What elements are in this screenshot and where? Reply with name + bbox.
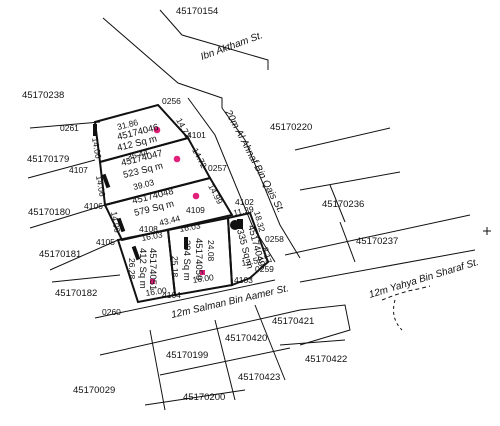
parcel-label: 45170237 [356, 236, 398, 247]
plot-dimension: 43.44 [158, 213, 181, 228]
outer-parcel-labels: 45170154 45170238 45170220 45170179 4517… [22, 6, 398, 403]
plot-45174047[interactable]: 45174047 523 Sq m 39.03 14.72 14.06 [94, 146, 209, 197]
parcel-label: 45170179 [27, 154, 69, 165]
parcel-label: 45170423 [238, 372, 280, 383]
point-label: 4103 [234, 275, 253, 285]
plot-boundaries [93, 103, 270, 304]
dashed-boundary [381, 285, 431, 301]
street-label-yahya: 12m Yahya Bin Sharaf St. [368, 257, 480, 301]
parcel-label: 45170029 [73, 385, 115, 396]
marker-dot [153, 126, 161, 134]
parcel-label: 45170199 [166, 350, 208, 361]
parcel-label: 45170154 [176, 6, 218, 17]
point-label: 4105 [96, 237, 115, 247]
entrance-markers [93, 124, 243, 261]
plot-dimension: 14.72 [190, 146, 209, 170]
plot-dimension: 14.06 [109, 211, 123, 234]
plot-dimension: 16.00 [192, 272, 215, 285]
marker-square [150, 279, 155, 284]
point-label: 4106 [84, 201, 103, 211]
parcel-label: 45170238 [22, 90, 64, 101]
plot-dimension: 26.28 [127, 258, 137, 280]
street-lines [27, 9, 476, 411]
plot-markers [150, 126, 205, 284]
plot-dimension: 14.06 [94, 175, 108, 198]
marker-square [200, 270, 205, 275]
point-label: 0260 [102, 307, 121, 317]
plot-dimension: 24.08 [206, 240, 216, 262]
point-label: 4102 [235, 197, 254, 207]
point-label: 0259 [255, 264, 274, 274]
parcel-label: 45170422 [305, 354, 347, 365]
parcel-label: 45170182 [55, 288, 97, 299]
plot-id: 45174050 [193, 238, 204, 280]
parcel-label: 45170220 [270, 122, 312, 133]
plot-45174050[interactable]: 16.03 45174050 394 Sq m 24.08 25.18 16.0… [170, 220, 216, 285]
plot-id: 45174051 [147, 248, 158, 290]
plot-area: 394 Sq m [181, 240, 192, 281]
plot-dimension: 16.03 [141, 229, 164, 243]
point-label: 4109 [186, 205, 205, 215]
plot-45174051[interactable]: 16.03 45174051 412 Sq m 26.28 16.00 [127, 229, 168, 298]
parcel-label: 45170420 [225, 333, 267, 344]
parcel-label: 45170236 [322, 199, 364, 210]
point-label: 0261 [60, 123, 79, 133]
point-label: 4107 [69, 165, 88, 175]
parcel-label: 45170181 [39, 249, 81, 260]
plot-45174048[interactable]: 45174048 579 Sq m 43.44 14.99 14.06 [109, 182, 225, 233]
plot-dimension: 25.18 [170, 256, 180, 278]
parcel-label: 45170180 [28, 207, 70, 218]
dashed-curve [393, 299, 403, 331]
plot-dimension: 39.03 [132, 177, 155, 192]
point-label: 0258 [265, 234, 284, 244]
plot-dimension: 16.00 [145, 285, 168, 298]
point-label: 0257 [208, 163, 227, 173]
plot-dimension: 12.52 [241, 254, 264, 268]
plot-dimension: 16.03 [179, 220, 202, 234]
street-label-ibn-aktham: Ibn Aktham St. [199, 30, 264, 63]
crosshair-icon [483, 227, 491, 235]
plot-dimension: 14.06 [90, 137, 104, 160]
point-label: 4108 [139, 224, 158, 234]
plot-dimension: 11.39 [232, 204, 255, 218]
point-label: 4101 [187, 130, 206, 140]
point-label: 0256 [162, 96, 181, 106]
marker-dot [192, 192, 200, 200]
marker-dot [173, 155, 181, 163]
point-label: 4104 [162, 290, 181, 300]
parcel-label: 45170200 [183, 392, 225, 403]
plot-area: 412 Sq m [137, 248, 148, 289]
parcel-label: 45170421 [272, 316, 314, 327]
plot-dimension: 8.17 [260, 246, 274, 265]
survey-points: 0256 0261 4101 0257 4107 4106 4109 4102 … [60, 96, 284, 317]
plot-dimension: 14.99 [206, 182, 225, 206]
